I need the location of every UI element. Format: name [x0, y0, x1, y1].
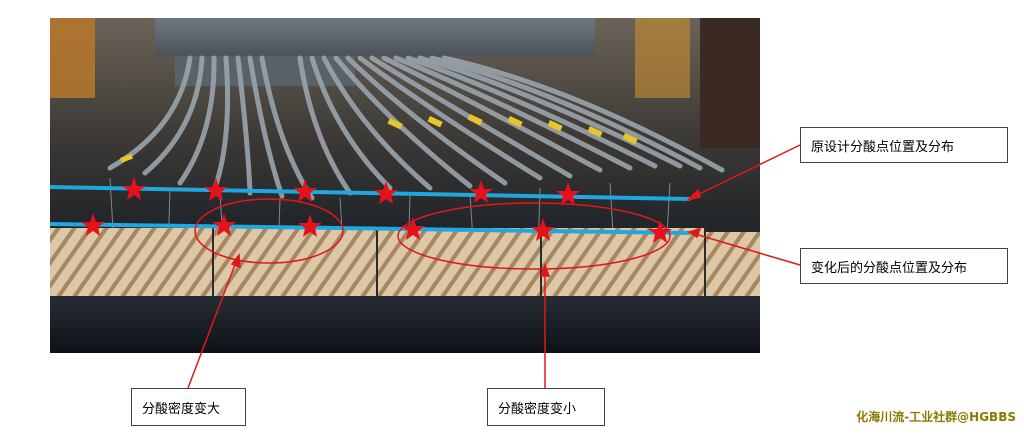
changed-distribution-line — [49, 222, 691, 235]
callout-density-increase: 分酸密度变大 — [131, 388, 246, 426]
callout-original-text: 原设计分酸点位置及分布 — [811, 139, 955, 155]
changed-markers — [81, 213, 672, 243]
callout-increase-text: 分酸密度变大 — [142, 401, 221, 417]
star-marker-original-3 — [293, 179, 317, 202]
callout-decrease-text: 分酸密度变小 — [498, 401, 577, 417]
callout-original-design: 原设计分酸点位置及分布 — [800, 127, 1008, 163]
star-marker-original-4 — [374, 181, 398, 204]
star-marker-changed-6 — [648, 220, 672, 243]
star-marker-original-2 — [204, 178, 228, 201]
star-marker-changed-4 — [401, 217, 425, 240]
arrow-changed — [694, 233, 801, 266]
star-marker-original-5 — [469, 180, 493, 203]
arrow-increase — [187, 261, 237, 389]
star-marker-changed-3 — [298, 214, 322, 237]
low-density-ellipse — [397, 202, 671, 270]
callout-changed-text: 变化后的分酸点位置及分布 — [811, 260, 968, 276]
star-marker-original-1 — [122, 177, 146, 200]
high-density-ellipse — [194, 198, 344, 264]
arrow-original — [692, 144, 801, 198]
star-marker-original-6 — [556, 182, 580, 205]
original-markers — [122, 177, 580, 205]
photo-illustration — [50, 18, 760, 353]
callout-density-decrease: 分酸密度变小 — [487, 388, 605, 426]
watermark: 化海川流-工业社群@HGBBS — [856, 410, 1016, 424]
star-marker-changed-5 — [531, 218, 555, 241]
star-marker-changed-2 — [212, 213, 236, 236]
star-marker-changed-1 — [81, 213, 105, 236]
distributor-photo — [50, 18, 760, 353]
callout-changed-design: 变化后的分酸点位置及分布 — [800, 248, 1008, 284]
original-distribution-line — [49, 185, 691, 201]
